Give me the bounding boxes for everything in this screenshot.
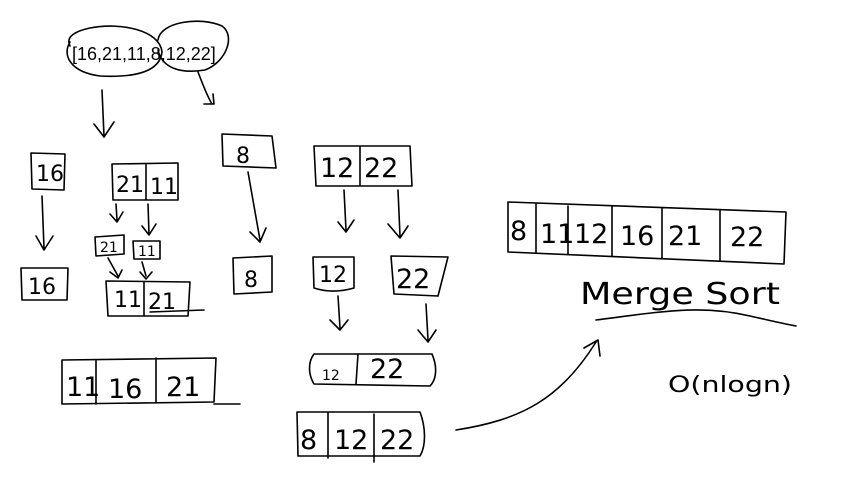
arrow-12-down (337, 189, 355, 233)
box-11-small (132, 240, 161, 260)
box-11-16-21 (61, 357, 241, 405)
box-22-level2 (390, 255, 449, 297)
arrow-8-down (247, 171, 267, 243)
box-8-level2-label: 8 (244, 268, 258, 293)
box-21-small (94, 234, 125, 257)
arrow-11-down (141, 203, 157, 236)
box-8-top (221, 133, 277, 169)
left-split-oval (66, 25, 163, 78)
final-d-label: 16 (620, 221, 654, 252)
box-12-level2-label: 12 (319, 263, 347, 288)
box-11-16-21-b-label: 16 (108, 374, 142, 405)
box-11-16-21-a-label: 11 (66, 372, 100, 403)
box-11-small-label: 11 (138, 244, 156, 260)
box-8-12-22 (296, 411, 426, 463)
final-array (507, 201, 787, 265)
box-16-level2 (20, 267, 69, 301)
box-12-22 (313, 145, 413, 187)
box-21-11 (111, 162, 179, 201)
box-22-label: 22 (364, 153, 398, 184)
arrow-21-small-down (107, 257, 123, 279)
complexity-label: O(nlogn) (668, 373, 792, 398)
box-11-21-merged (105, 280, 205, 317)
box-8-12-22-c-label: 22 (380, 425, 414, 456)
box-22-level2-label: 22 (396, 264, 430, 295)
box-16 (30, 152, 66, 191)
box-16-label: 16 (36, 162, 64, 187)
box-8-level2 (232, 255, 273, 295)
arrow-split-left (93, 89, 115, 138)
arrow-split-right (197, 71, 215, 105)
box-21-label: 21 (116, 173, 144, 198)
box-11-label: 11 (150, 175, 178, 200)
box-8-12-22-b-label: 12 (334, 425, 368, 456)
box-12-22-merged-left-label: 12 (322, 368, 340, 384)
box-16-level2-label: 16 (28, 275, 56, 300)
box-12-level2 (312, 256, 355, 292)
box-8-12-22-a-label: 8 (300, 425, 317, 456)
arrow-22-merge (417, 303, 437, 343)
arrow-11-small-down (139, 261, 153, 280)
final-c-label: 12 (574, 219, 608, 250)
box-11-21-right-label: 21 (148, 290, 176, 315)
algorithm-label: Merge Sort (580, 277, 780, 312)
arrow-to-merge-sort (455, 339, 601, 431)
right-split-oval (157, 20, 230, 72)
final-f-label: 22 (730, 222, 764, 253)
arrow-16-down (35, 195, 54, 251)
arrow-22-down (387, 189, 409, 239)
box-11-16-21-c-label: 21 (166, 372, 200, 403)
box-8-top-label: 8 (236, 144, 250, 169)
box-12-label: 12 (320, 153, 354, 184)
box-21-small-label: 21 (100, 240, 118, 256)
final-a-label: 8 (510, 216, 527, 247)
final-b-label: 11 (540, 219, 574, 250)
box-12-22-merged-right-label: 22 (370, 354, 404, 385)
box-12-22-merged (308, 353, 437, 387)
algorithm-underline (595, 309, 797, 327)
arrow-21-down (109, 203, 124, 223)
box-11-21-left-label: 11 (114, 288, 142, 313)
input-array-text: [16,21,11,8,12,22] (72, 44, 216, 64)
arrow-12-merge (329, 295, 349, 331)
final-e-label: 21 (668, 221, 702, 252)
